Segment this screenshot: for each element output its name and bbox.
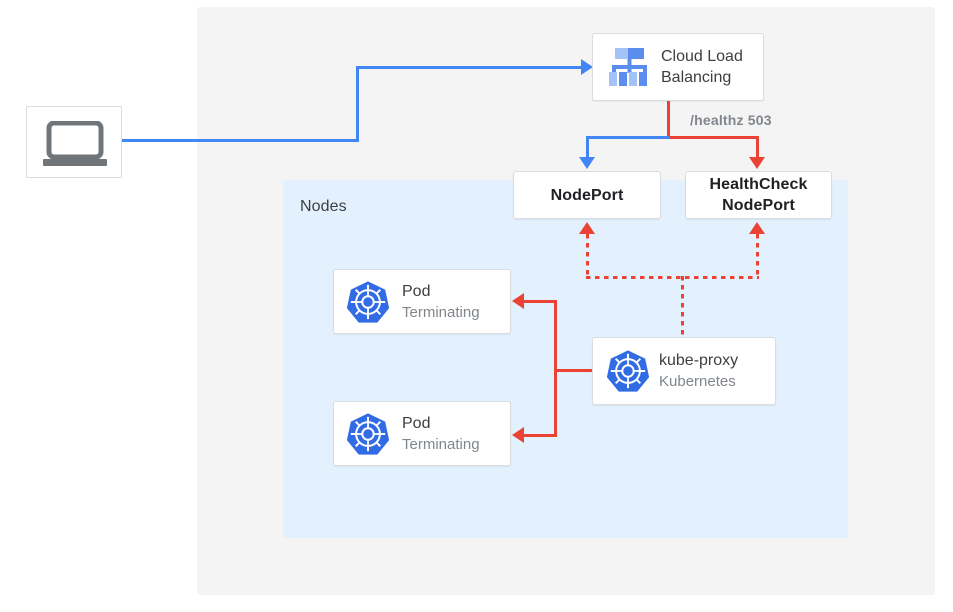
edge-lb-to-hc-arrowhead xyxy=(749,157,765,169)
edge-kp-to-pod1-arrowhead xyxy=(512,293,524,309)
client-node[interactable] xyxy=(26,106,122,178)
edge-lb-to-nodeport-arrowhead xyxy=(579,157,595,169)
edge-lb-to-hc-v xyxy=(756,136,759,160)
edge-client-to-lb-h2 xyxy=(356,66,585,69)
pod-2-node[interactable]: Pod Terminating xyxy=(333,401,511,466)
edge-kp-to-nodeport-arrowhead xyxy=(579,222,595,234)
cloud-load-balancing-icon xyxy=(599,47,661,87)
nodeport-node[interactable]: NodePort xyxy=(513,171,661,219)
cloud-load-balancing-title: Cloud Load xyxy=(661,48,743,65)
edge-lb-trunk xyxy=(667,101,670,139)
kube-proxy-node[interactable]: kube-proxy Kubernetes xyxy=(592,337,776,405)
cloud-load-balancing-title-line2: Balancing xyxy=(661,69,732,86)
kube-proxy-title: kube-proxy xyxy=(659,352,739,369)
edge-kp-to-pod2-arrowhead xyxy=(512,427,524,443)
edge-kp-out-h xyxy=(554,369,594,372)
edge-client-to-lb-h1 xyxy=(122,139,359,142)
healthcheck-nodeport-label-line2: NodePort xyxy=(722,197,795,214)
healthcheck-nodeport-node[interactable]: HealthCheck NodePort xyxy=(685,171,832,219)
edge-lb-to-hc-h xyxy=(667,136,759,139)
edge-kp-to-hc-arrowhead xyxy=(749,222,765,234)
edge-kp-bus-h xyxy=(586,276,759,279)
edge-kp-out-v xyxy=(554,300,557,437)
edge-kp-to-hc-v xyxy=(756,234,759,278)
edge-client-to-lb-arrowhead xyxy=(581,59,593,75)
pod-2-title: Pod xyxy=(402,414,431,432)
laptop-icon xyxy=(43,121,107,166)
pod-2-status: Terminating xyxy=(402,435,480,453)
edge-kp-to-nodeport-v xyxy=(586,234,589,278)
healthcheck-nodeport-text: HealthCheck NodePort xyxy=(709,174,807,216)
kubernetes-icon xyxy=(597,349,659,393)
cloud-load-balancing-node[interactable]: Cloud Load Balancing xyxy=(592,33,764,101)
kubernetes-icon xyxy=(334,280,402,324)
edge-kp-to-pod1-h xyxy=(524,300,557,303)
pod-2-text: Pod Terminating xyxy=(402,413,480,455)
edge-kp-bus-v xyxy=(681,276,684,338)
nodes-panel-label: Nodes xyxy=(300,198,347,215)
pod-1-node[interactable]: Pod Terminating xyxy=(333,269,511,334)
pod-1-text: Pod Terminating xyxy=(402,281,480,323)
kube-proxy-subtitle: Kubernetes xyxy=(659,373,736,390)
nodeport-label: NodePort xyxy=(550,186,624,204)
healthcheck-nodeport-label: HealthCheck xyxy=(709,176,808,193)
kube-proxy-text: kube-proxy Kubernetes xyxy=(659,350,738,392)
healthz-label: /healthz 503 xyxy=(690,112,772,128)
edge-kp-to-pod2-h xyxy=(524,434,557,437)
edge-lb-to-nodeport-v xyxy=(586,136,589,160)
edge-lb-to-nodeport-h xyxy=(586,136,669,139)
pod-1-title: Pod xyxy=(402,282,431,300)
pod-1-status: Terminating xyxy=(402,303,480,321)
kubernetes-icon xyxy=(334,412,402,456)
edge-client-to-lb-v xyxy=(356,66,359,142)
cloud-load-balancing-text: Cloud Load Balancing xyxy=(661,46,743,88)
